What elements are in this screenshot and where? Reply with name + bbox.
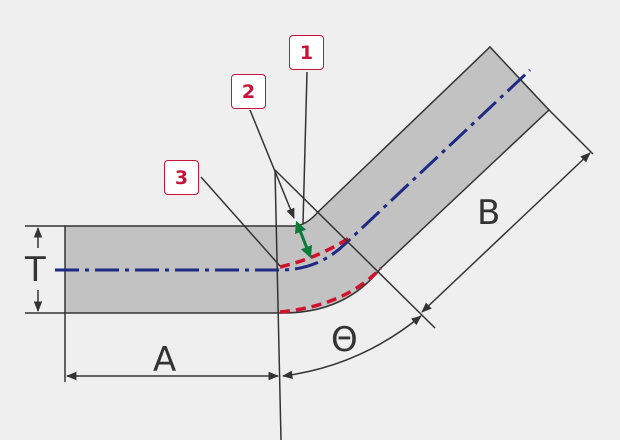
dim-arc-angle (281, 315, 422, 379)
pipe-end-extension (548, 109, 594, 155)
outer-bend-mark (279, 266, 383, 314)
callout-3: 3 (164, 160, 199, 195)
label-b: B (477, 193, 501, 233)
leader-3 (200, 176, 281, 267)
bend-start-extension (274, 169, 282, 440)
wall-thickness-arrow (294, 220, 313, 259)
label-a: A (153, 340, 177, 380)
inner-bend-mark (279, 236, 350, 269)
label-angle: Θ (331, 320, 358, 360)
callout-2: 2 (231, 74, 266, 109)
bend-end-extension (274, 169, 436, 329)
dim-line-b (421, 152, 591, 313)
label-t: T (25, 250, 46, 290)
callout-1: 1 (289, 35, 324, 70)
leader-2 (249, 109, 295, 219)
centerline (55, 68, 532, 272)
